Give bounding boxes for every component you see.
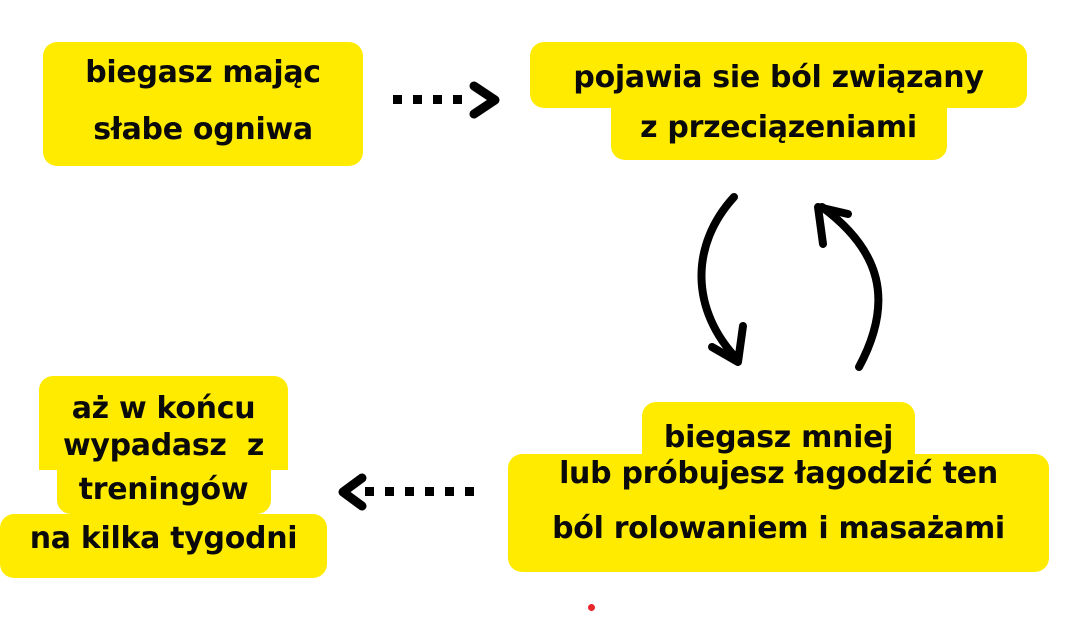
node-text-line: treningów xyxy=(56,470,271,514)
dotted-arrow-right-icon xyxy=(393,81,500,119)
node-overload-pain: pojawia sie ból związany z przeciązeniam… xyxy=(530,42,1027,160)
node-text-line: ból rolowaniem i masażami xyxy=(508,506,1049,572)
node-run-less: biegasz mniej lub próbujesz łagodzić ten… xyxy=(508,402,1049,572)
node-text-line: pojawia sie ból związany xyxy=(530,42,1027,108)
red-dot-marker xyxy=(588,604,595,611)
curved-arrow-down-icon xyxy=(697,193,747,366)
node-text-line: na kilka tygodni xyxy=(0,514,327,578)
node-weak-links: biegasz mając słabe ogniwa xyxy=(43,42,363,166)
node-text-line: aż w końcu xyxy=(39,376,288,426)
node-drop-out: aż w końcu wypadasz z treningów na kilka… xyxy=(0,376,327,578)
node-text-line: słabe ogniwa xyxy=(43,104,363,166)
node-text-line: z przeciązeniami xyxy=(610,108,947,160)
node-text-line: biegasz mając xyxy=(43,42,363,104)
curved-arrow-up-icon xyxy=(814,203,883,371)
dotted-arrow-left-icon xyxy=(338,473,474,511)
node-text-line: biegasz mniej xyxy=(642,402,915,455)
node-text-line: lub próbujesz łagodzić ten xyxy=(508,454,1049,506)
node-text-line: wypadasz z xyxy=(39,426,288,470)
